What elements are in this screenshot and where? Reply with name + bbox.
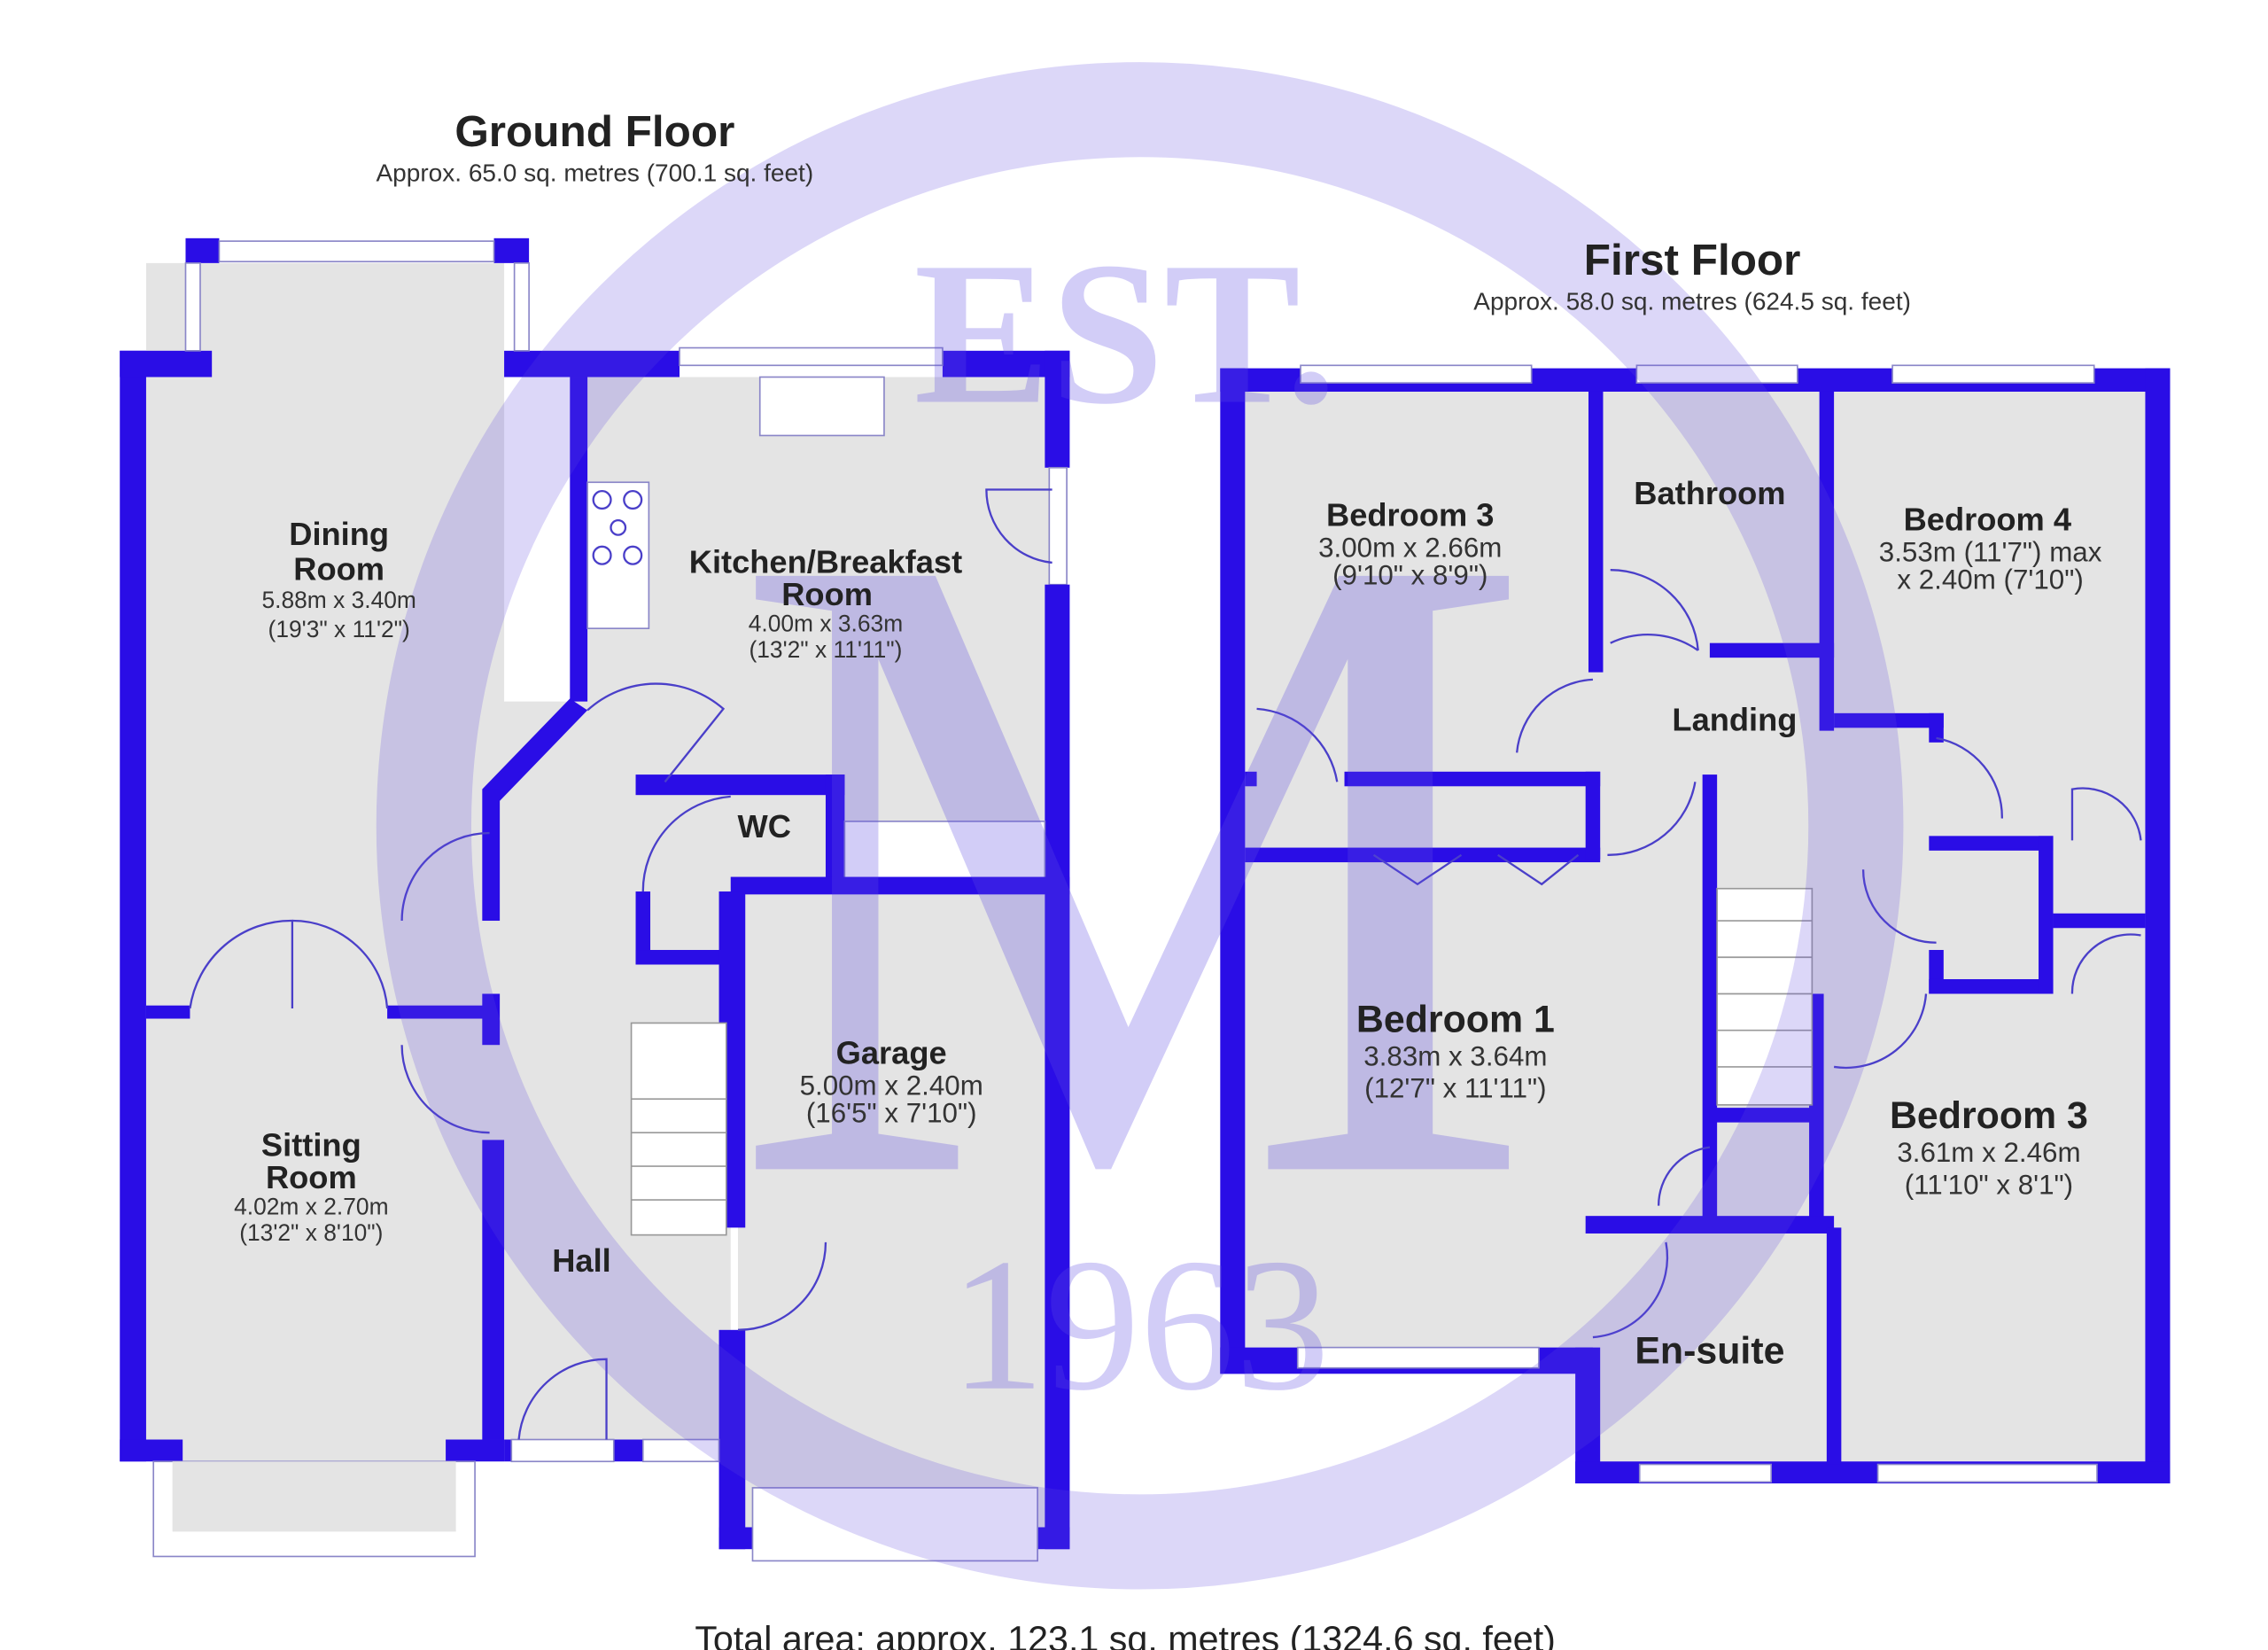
watermark-year: 1963 <box>950 1220 1330 1430</box>
room-sitting: Sitting Room 4.02m x 2.70m (13'2" x 8'10… <box>234 1127 388 1247</box>
svg-text:Bedroom 4: Bedroom 4 <box>1904 502 2071 538</box>
first-floor-plan <box>1220 364 2171 1483</box>
ground-floor-title: Ground Floor <box>454 107 734 156</box>
room-en-suite: En-suite <box>1635 1330 1784 1373</box>
svg-text:3.61m x 2.46m: 3.61m x 2.46m <box>1897 1137 2080 1168</box>
room-wc: WC <box>737 808 790 844</box>
svg-text:(16'5" x 7'10"): (16'5" x 7'10") <box>806 1098 977 1129</box>
svg-text:Bedroom 3: Bedroom 3 <box>1326 497 1494 533</box>
svg-text:Garage: Garage <box>836 1035 947 1071</box>
svg-text:Sitting: Sitting <box>261 1127 361 1164</box>
svg-text:5.00m x 2.40m: 5.00m x 2.40m <box>800 1070 983 1101</box>
svg-text:Bedroom 1: Bedroom 1 <box>1356 998 1555 1040</box>
room-garage: Garage 5.00m x 2.40m (16'5" x 7'10") <box>800 1035 983 1129</box>
svg-text:(11'10" x 8'1"): (11'10" x 8'1") <box>1905 1169 2073 1200</box>
svg-text:(12'7" x 11'11"): (12'7" x 11'11") <box>1364 1073 1546 1104</box>
watermark-ring <box>376 62 1904 1590</box>
first-floor-title: First Floor <box>1584 236 1801 284</box>
room-hall: Hall <box>552 1242 611 1279</box>
svg-text:Room: Room <box>293 551 384 588</box>
first-floor-stairs <box>1716 887 1814 1106</box>
svg-text:3.83m x 3.64m: 3.83m x 3.64m <box>1363 1040 1547 1071</box>
room-kitchen: Kitchen/Breakfast Room 4.00m x 3.63m (13… <box>689 544 962 664</box>
watermark-est: EST. <box>914 220 1337 447</box>
svg-text:Room: Room <box>781 576 873 612</box>
ground-floor-plan <box>120 237 1070 1562</box>
watermark: EST. M 1963 <box>376 62 1904 1590</box>
svg-text:Bedroom 3: Bedroom 3 <box>1890 1094 2088 1137</box>
room-dining: Dining Room 5.88m x 3.40m (19'3" x 11'2"… <box>261 516 416 642</box>
svg-text:5.88m x 3.40m: 5.88m x 3.40m <box>261 587 416 613</box>
ground-floor-area: Approx. 65.0 sq. metres (700.1 sq. feet) <box>377 160 814 187</box>
svg-text:4.00m x 3.63m: 4.00m x 3.63m <box>749 610 903 636</box>
ground-floor-stairs <box>630 1022 727 1236</box>
total-area: Total area: approx. 123.1 sq. metres (13… <box>695 1619 1556 1650</box>
svg-text:3.53m (11'7") max: 3.53m (11'7") max <box>1879 536 2102 567</box>
room-bedroom-1: Bedroom 1 3.83m x 3.64m (12'7" x 11'11") <box>1356 998 1555 1103</box>
watermark-letter: M <box>730 362 1535 1366</box>
svg-text:Room: Room <box>266 1159 357 1195</box>
svg-text:3.00m x 2.66m: 3.00m x 2.66m <box>1318 532 1502 563</box>
svg-text:4.02m x 2.70m: 4.02m x 2.70m <box>234 1194 388 1220</box>
svg-text:(9'10" x 8'9"): (9'10" x 8'9") <box>1332 560 1487 591</box>
room-bedroom-3-bottom: Bedroom 3 3.61m x 2.46m (11'10" x 8'1") <box>1890 1094 2088 1200</box>
room-bedroom-3-top: Bedroom 3 3.00m x 2.66m (9'10" x 8'9") <box>1318 497 1502 591</box>
first-floor-area: Approx. 58.0 sq. metres (624.5 sq. feet) <box>1473 288 1911 315</box>
svg-text:Kitchen/Breakfast: Kitchen/Breakfast <box>689 544 962 580</box>
svg-text:x 2.40m (7'10"): x 2.40m (7'10") <box>1897 564 2083 595</box>
svg-text:(13'2" x 11'11"): (13'2" x 11'11") <box>749 636 902 663</box>
room-landing: Landing <box>1672 702 1797 738</box>
svg-text:(19'3" x 11'2"): (19'3" x 11'2") <box>268 616 410 642</box>
svg-text:(13'2" x 8'10"): (13'2" x 8'10") <box>239 1219 383 1246</box>
svg-text:Dining: Dining <box>289 516 389 552</box>
room-bedroom-4: Bedroom 4 3.53m (11'7") max x 2.40m (7'1… <box>1879 502 2102 595</box>
room-bathroom: Bathroom <box>1634 475 1785 511</box>
